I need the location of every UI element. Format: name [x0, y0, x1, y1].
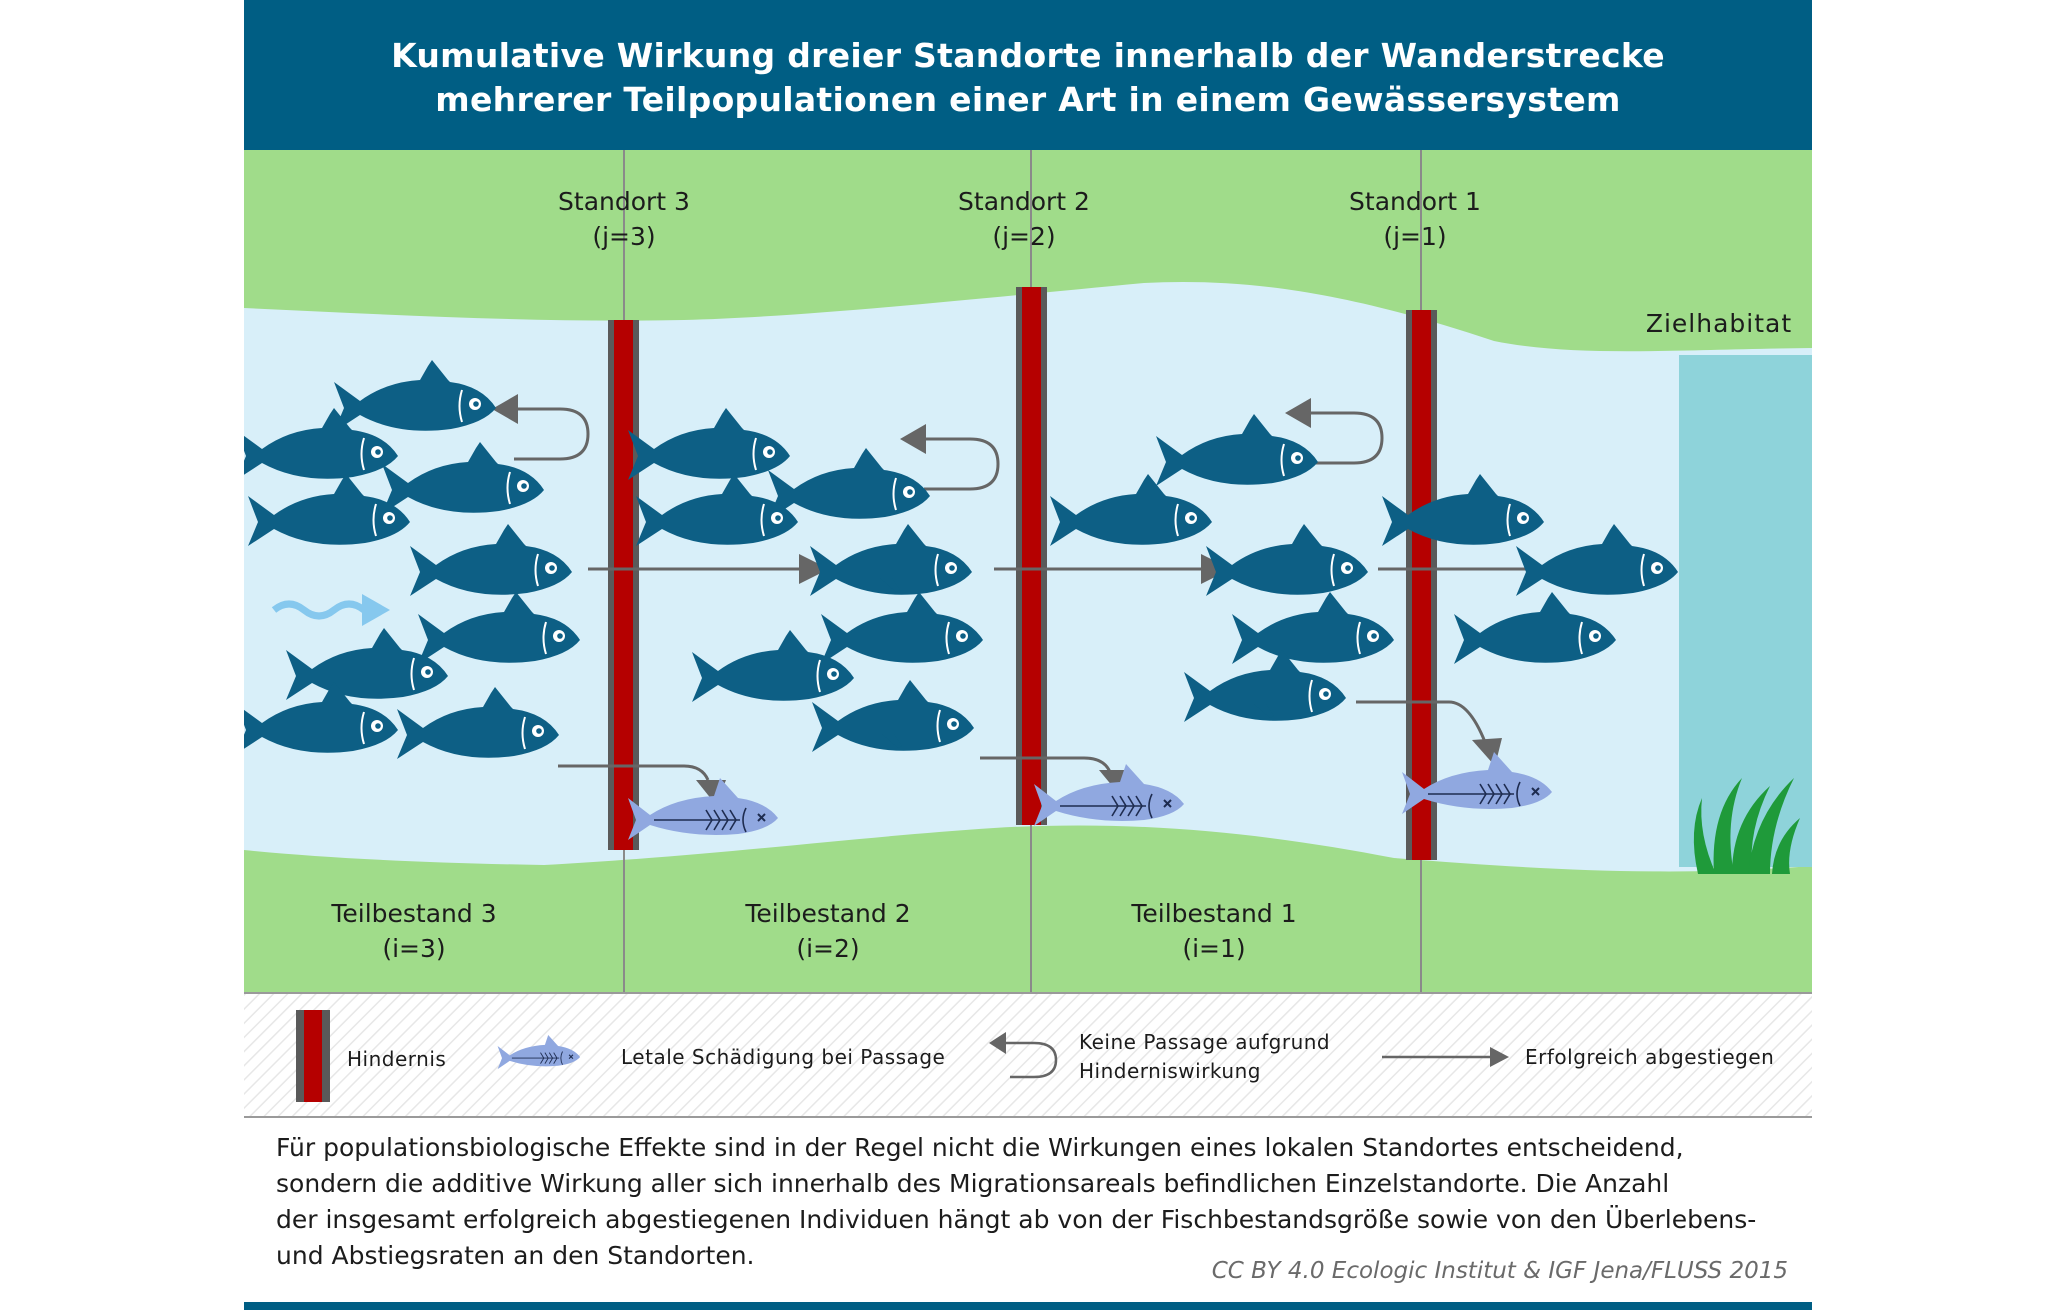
description-line-2: sondern die additive Wirkung aller sich …: [276, 1169, 1670, 1198]
legend-no-passage-line-2: Hinderniswirkung: [1079, 1059, 1261, 1083]
lethal-arrows: [558, 700, 1487, 781]
site-3-label: Standort 3 (j=3): [534, 184, 714, 254]
river-scene: [244, 150, 1812, 992]
site-1-index: (j=1): [1383, 222, 1447, 251]
legend-no-passage-label: Keine Passage aufgrund Hinderniswirkung: [1079, 1028, 1330, 1086]
diagram-frame: Kumulative Wirkung dreier Standorte inne…: [244, 0, 1812, 1310]
stock-3-name: Teilbestand 3: [331, 899, 497, 928]
target-habitat: [1679, 355, 1812, 867]
legend-success-label: Erfolgreich abgestiegen: [1525, 1045, 1775, 1069]
header-banner: Kumulative Wirkung dreier Standorte inne…: [244, 0, 1812, 150]
flow-arrowhead: [362, 594, 390, 626]
site-1-name: Standort 1: [1349, 187, 1481, 216]
stock-1-index: (i=1): [1182, 934, 1246, 963]
site-2-index: (j=2): [992, 222, 1056, 251]
title-line-2: mehrerer Teilpopulationen einer Art in e…: [435, 80, 1621, 119]
stock-2-index: (i=2): [796, 934, 860, 963]
legend-obstacle-icon: [296, 1010, 330, 1102]
blocked-arrows: [514, 407, 1384, 491]
legend-symbols: [244, 994, 1812, 1116]
success-arrowhead-3: [799, 554, 829, 584]
site-2-label: Standort 2 (j=2): [934, 184, 1114, 254]
legend-success-icon: [1382, 1047, 1509, 1067]
blocked-arrowhead-3: [492, 394, 518, 424]
title-line-1: Kumulative Wirkung dreier Standorte inne…: [391, 36, 1665, 75]
target-habitat-label: Zielhabitat: [1645, 309, 1793, 338]
blocked-arrowhead-1: [1285, 398, 1311, 428]
description-line-1: Für populationsbiologische Effekte sind …: [276, 1133, 1684, 1162]
obstacle-site-2: [1016, 287, 1047, 825]
credit-line: CC BY 4.0 Ecologic Institut & IGF Jena/F…: [1211, 1258, 1788, 1284]
legend-no-passage-line-1: Keine Passage aufgrund: [1079, 1030, 1331, 1054]
obstacle-site-3: [608, 320, 639, 850]
flow-wave: [271, 600, 367, 620]
lethal-arrowhead-2: [1099, 770, 1129, 793]
legend: Hindernis Letale Schädigung bei Passage …: [244, 992, 1812, 1118]
obstacle-site-1: [1406, 310, 1437, 860]
stock-3-label: Teilbestand 3 (i=3): [304, 896, 524, 966]
site-2-name: Standort 2: [958, 187, 1090, 216]
blocked-arrowhead-2: [900, 424, 926, 454]
legend-lethal-label: Letale Schädigung bei Passage: [621, 1045, 946, 1069]
site-1-label: Standort 1 (j=1): [1325, 184, 1505, 254]
stock-2-name: Teilbestand 2: [745, 899, 911, 928]
plant-icon: [1693, 778, 1800, 874]
stock-3-index: (i=3): [382, 934, 446, 963]
description-text: Für populationsbiologische Effekte sind …: [276, 1130, 1796, 1274]
legend-obstacle-label: Hindernis: [347, 1047, 447, 1071]
legend-blocked-icon: [989, 1032, 1058, 1079]
stock-2-label: Teilbestand 2 (i=2): [718, 896, 938, 966]
stock-1-name: Teilbestand 1: [1131, 899, 1297, 928]
bottom-bar: [244, 1302, 1812, 1310]
site-3-index: (j=3): [592, 222, 656, 251]
site-3-name: Standort 3: [558, 187, 690, 216]
stock-1-label: Teilbestand 1 (i=1): [1104, 896, 1324, 966]
description-line-4: und Abstiegsraten an den Standorten.: [276, 1241, 755, 1270]
description-line-3: der insgesamt erfolgreich abgestiegenen …: [276, 1205, 1757, 1234]
